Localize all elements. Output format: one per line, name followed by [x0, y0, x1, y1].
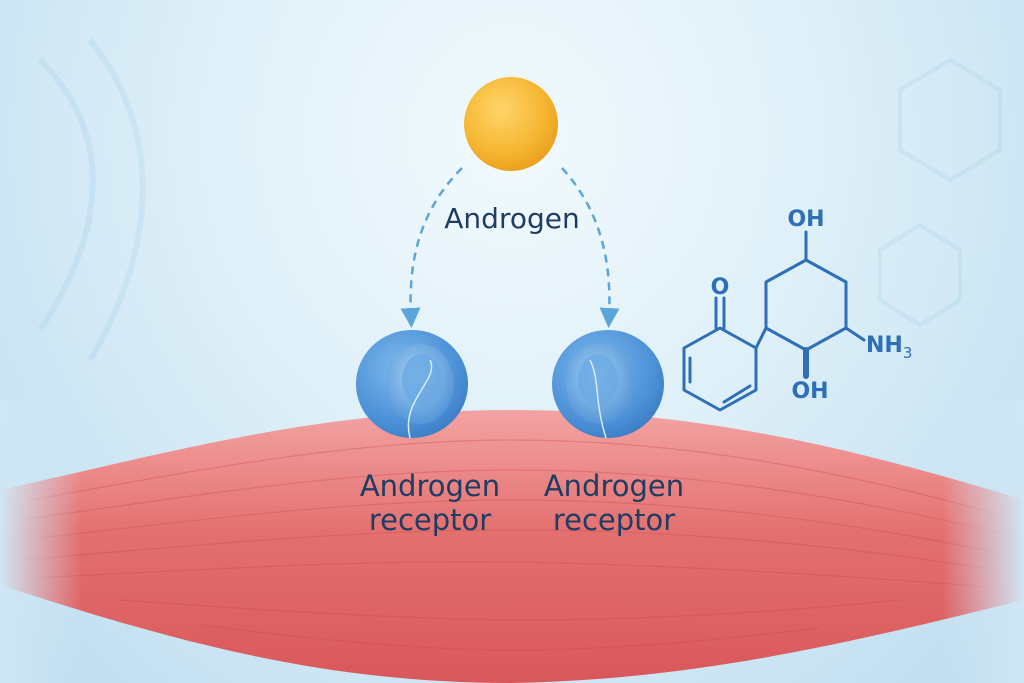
muscle-tissue [0, 400, 1024, 683]
molecule-structure [682, 230, 866, 412]
receptor-left-label-line1: Androgen [360, 469, 500, 503]
arrow-to-left-receptor [400, 167, 463, 328]
molecule-atom-ketone-o: O [711, 275, 730, 300]
molecule-atom-amine: NH3 [866, 333, 912, 362]
molecule-atom-oh-top: OH [787, 207, 824, 232]
hormone-label: Androgen [444, 202, 579, 235]
molecule-atom-oh-bottom: OH [791, 379, 828, 404]
receptor-right [552, 330, 664, 439]
receptor-left-label-line2: receptor [369, 503, 491, 537]
molecule-atom-amine-base: NH [866, 333, 903, 358]
arrow-to-right-receptor [561, 167, 620, 328]
androgen-hormone [464, 77, 558, 171]
background-decoration [37, 38, 1002, 362]
receptor-left [356, 330, 468, 439]
receptor-right-label-line1: Androgen [544, 469, 684, 503]
receptor-right-label-line2: receptor [553, 503, 675, 537]
molecule-atom-amine-subscript: 3 [903, 344, 913, 362]
